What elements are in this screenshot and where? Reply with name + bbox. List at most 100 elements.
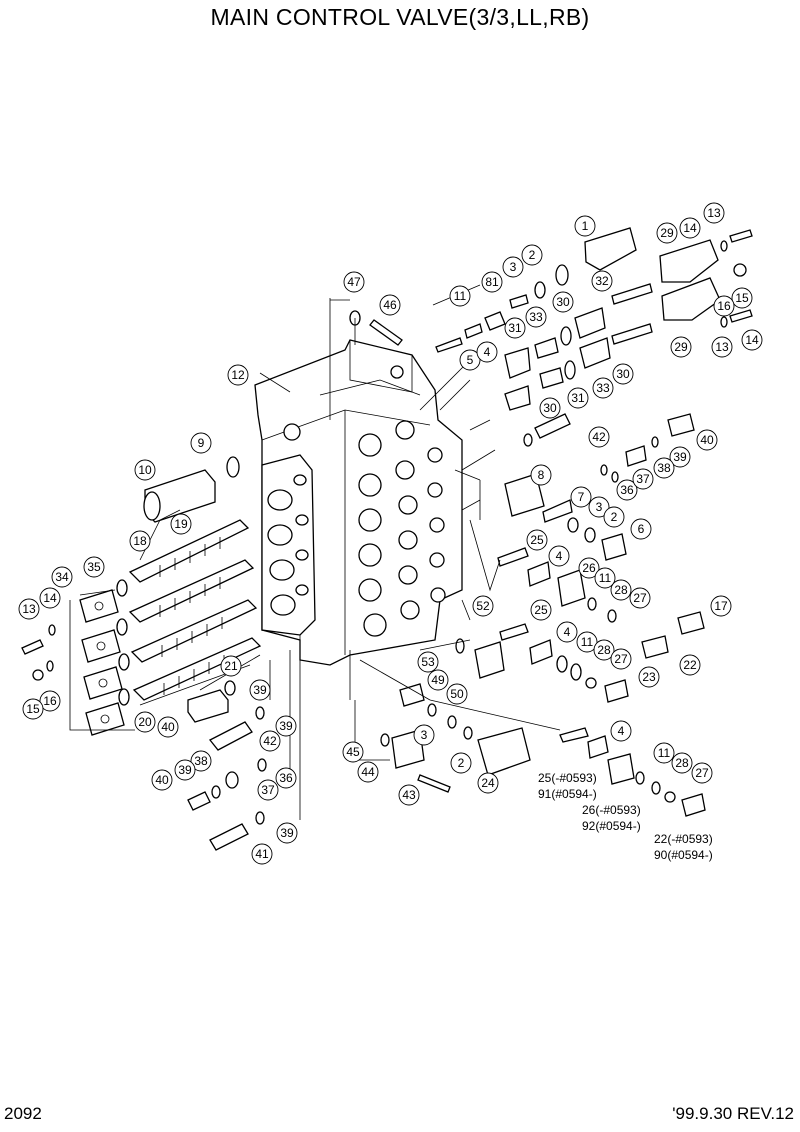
callout-number: 39 xyxy=(178,763,192,777)
callout-30: 30 xyxy=(539,397,561,419)
callout-circle xyxy=(134,711,156,733)
callout-25: 25 xyxy=(530,599,552,621)
callout-number: 4 xyxy=(618,724,625,738)
callout-number: 50 xyxy=(450,687,464,701)
callout-number: 3 xyxy=(421,728,428,742)
callout-number: 2 xyxy=(529,248,536,262)
callout-number: 28 xyxy=(614,583,628,597)
callout-40: 40 xyxy=(151,769,173,791)
callout-number: 33 xyxy=(529,310,543,324)
callout-4: 4 xyxy=(548,545,570,567)
callout-28: 28 xyxy=(593,639,615,661)
callout-number: 25 xyxy=(534,603,548,617)
callout-number: 19 xyxy=(174,517,188,531)
callout-number: 26 xyxy=(582,561,596,575)
callout-53: 53 xyxy=(417,651,439,673)
callout-2: 2 xyxy=(603,506,625,528)
callout-number: 31 xyxy=(571,391,585,405)
callout-number: 31 xyxy=(508,321,522,335)
callout-number: 38 xyxy=(194,754,208,768)
upper-relief-parts xyxy=(349,227,753,561)
callout-circle xyxy=(83,556,105,578)
callout-8: 8 xyxy=(530,464,552,486)
callout-13: 13 xyxy=(703,202,725,224)
callout-number: 29 xyxy=(660,226,674,240)
callout-number: 6 xyxy=(638,522,645,536)
callout-number: 8 xyxy=(538,468,545,482)
callout-39: 39 xyxy=(174,759,196,781)
label-90-post0594: 90(#0594-) xyxy=(654,848,713,862)
callout-circle xyxy=(259,730,281,752)
callout-40: 40 xyxy=(157,716,179,738)
callout-circle xyxy=(129,530,151,552)
callout-2: 2 xyxy=(450,752,472,774)
callout-number: 30 xyxy=(616,367,630,381)
callout-11: 11 xyxy=(449,285,471,307)
callout-circle xyxy=(616,479,638,501)
callout-number: 27 xyxy=(614,652,628,666)
callout-circle xyxy=(342,741,364,763)
callout-number: 81 xyxy=(485,275,499,289)
callout-7: 7 xyxy=(570,486,592,508)
callout-number: 30 xyxy=(556,295,570,309)
callout-circle xyxy=(174,759,196,781)
callout-number: 18 xyxy=(133,534,147,548)
callout-circle xyxy=(449,285,471,307)
callout-number: 27 xyxy=(695,766,709,780)
callout-circle xyxy=(249,679,271,701)
callout-circle xyxy=(157,716,179,738)
callout-29: 29 xyxy=(656,222,678,244)
callout-50: 50 xyxy=(446,683,468,705)
variant-labels: 25(-#0593) 91(#0594-) 26(-#0593) 92(#059… xyxy=(538,771,713,862)
callout-circle xyxy=(170,513,192,535)
callout-36: 36 xyxy=(616,479,638,501)
callout-circle xyxy=(39,690,61,712)
callout-number: 37 xyxy=(636,472,650,486)
callout-1: 1 xyxy=(574,215,596,237)
callout-number: 17 xyxy=(714,599,728,613)
callout-26: 26 xyxy=(578,557,600,579)
callout-circle xyxy=(502,256,524,278)
callout-52: 52 xyxy=(472,595,494,617)
callout-number: 14 xyxy=(683,221,697,235)
callout-circle xyxy=(530,599,552,621)
callout-number: 43 xyxy=(402,788,416,802)
callout-circle xyxy=(151,769,173,791)
callout-circle xyxy=(521,244,543,266)
callout-38: 38 xyxy=(653,457,675,479)
page-number: 2092 xyxy=(4,1104,42,1123)
callout-circle xyxy=(275,767,297,789)
callout-19: 19 xyxy=(170,513,192,535)
callout-43: 43 xyxy=(398,784,420,806)
callout-number: 52 xyxy=(476,599,490,613)
callout-circle xyxy=(276,822,298,844)
callout-circle xyxy=(691,762,713,784)
callout-circle xyxy=(525,306,547,328)
callout-number: 37 xyxy=(261,783,275,797)
callout-circle xyxy=(696,429,718,451)
callout-32: 32 xyxy=(591,270,613,292)
callout-37: 37 xyxy=(632,468,654,490)
callout-35: 35 xyxy=(83,556,105,578)
callout-number: 3 xyxy=(510,260,517,274)
callout-21: 21 xyxy=(220,655,242,677)
callout-12: 12 xyxy=(227,364,249,386)
callout-number: 39 xyxy=(280,826,294,840)
callout-31: 31 xyxy=(504,317,526,339)
callout-number: 27 xyxy=(633,591,647,605)
callout-number: 42 xyxy=(592,430,606,444)
callout-42: 42 xyxy=(588,426,610,448)
callout-14: 14 xyxy=(679,217,701,239)
callout-17: 17 xyxy=(710,595,732,617)
callout-45: 45 xyxy=(342,741,364,763)
callout-10: 10 xyxy=(134,459,156,481)
callout-number: 46 xyxy=(383,298,397,312)
callout-31: 31 xyxy=(567,387,589,409)
callout-15: 15 xyxy=(22,698,44,720)
callout-number: 39 xyxy=(253,683,267,697)
callout-number: 34 xyxy=(55,570,69,584)
callout-44: 44 xyxy=(357,761,379,783)
callout-11: 11 xyxy=(653,742,675,764)
callout-circle xyxy=(472,595,494,617)
callout-circle xyxy=(343,271,365,293)
